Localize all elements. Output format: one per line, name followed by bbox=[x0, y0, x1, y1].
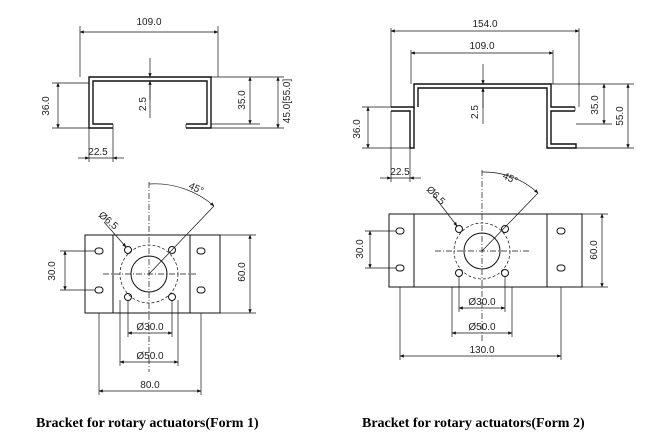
form1-side-height: 35.0 bbox=[237, 90, 248, 110]
form2-caption: Bracket for rotary actuators(Form 2) bbox=[362, 416, 585, 431]
form2-side-flange: 22.5 bbox=[390, 167, 410, 178]
form2-plan-bore: Ø50.0 bbox=[468, 322, 496, 333]
form2-plan-bolt-circle: Ø30.0 bbox=[468, 297, 496, 308]
form1-plan-slot-pitch: 30.0 bbox=[47, 261, 58, 281]
form1-plan-width: 80.0 bbox=[140, 380, 160, 391]
form1-plan-bore: Ø50.0 bbox=[136, 351, 164, 362]
form1-plan-bolt-circle: Ø30.0 bbox=[136, 322, 164, 333]
form2-plan-width: 130.0 bbox=[469, 345, 494, 356]
form2-side-total-height: 55.0 bbox=[615, 106, 626, 126]
form2-side-view: 154.0 109.0 2.5 36.0 35.0 55.0 22.5 bbox=[352, 19, 634, 182]
form1-caption: Bracket for rotary actuators(Form 1) bbox=[36, 416, 259, 431]
form1-side-view: 109.0 2.5 36.0 35.0 45.0[55.0] 22.5 bbox=[41, 17, 293, 162]
form1-side-width: 109.0 bbox=[136, 17, 161, 28]
form2-plan-view: 45° Ø6.5 30.0 60.0 Ø30.0 Ø50.0 130.0 bbox=[355, 170, 608, 360]
form1-plan-length: 60.0 bbox=[237, 262, 248, 282]
form2-plan-slot-pitch: 30.0 bbox=[355, 239, 366, 259]
form2-side-width: 109.0 bbox=[469, 41, 494, 52]
form1-side-flange: 22.5 bbox=[88, 147, 108, 158]
form2-side-thickness: 2.5 bbox=[470, 105, 481, 119]
form2-plan-angle: 45° bbox=[501, 171, 519, 187]
form1-side-thickness: 2.5 bbox=[138, 97, 149, 111]
form1-side-left-height: 36.0 bbox=[41, 96, 52, 116]
form1-plan-angle: 45° bbox=[187, 181, 205, 197]
form2-side-height: 35.0 bbox=[590, 95, 601, 115]
form1-side-total-height: 45.0[55.0] bbox=[282, 79, 293, 124]
form2-side-total-width: 154.0 bbox=[472, 19, 497, 30]
form2-plan-length: 60.0 bbox=[589, 240, 600, 260]
form2-plan-hole: Ø6.5 bbox=[424, 184, 447, 207]
form2-side-left-height: 36.0 bbox=[352, 119, 363, 139]
form1-plan-hole: Ø6.5 bbox=[96, 210, 120, 233]
form1-plan-view: 45° Ø6.5 30.0 60.0 Ø30.0 Ø50.0 80.0 bbox=[47, 181, 256, 395]
